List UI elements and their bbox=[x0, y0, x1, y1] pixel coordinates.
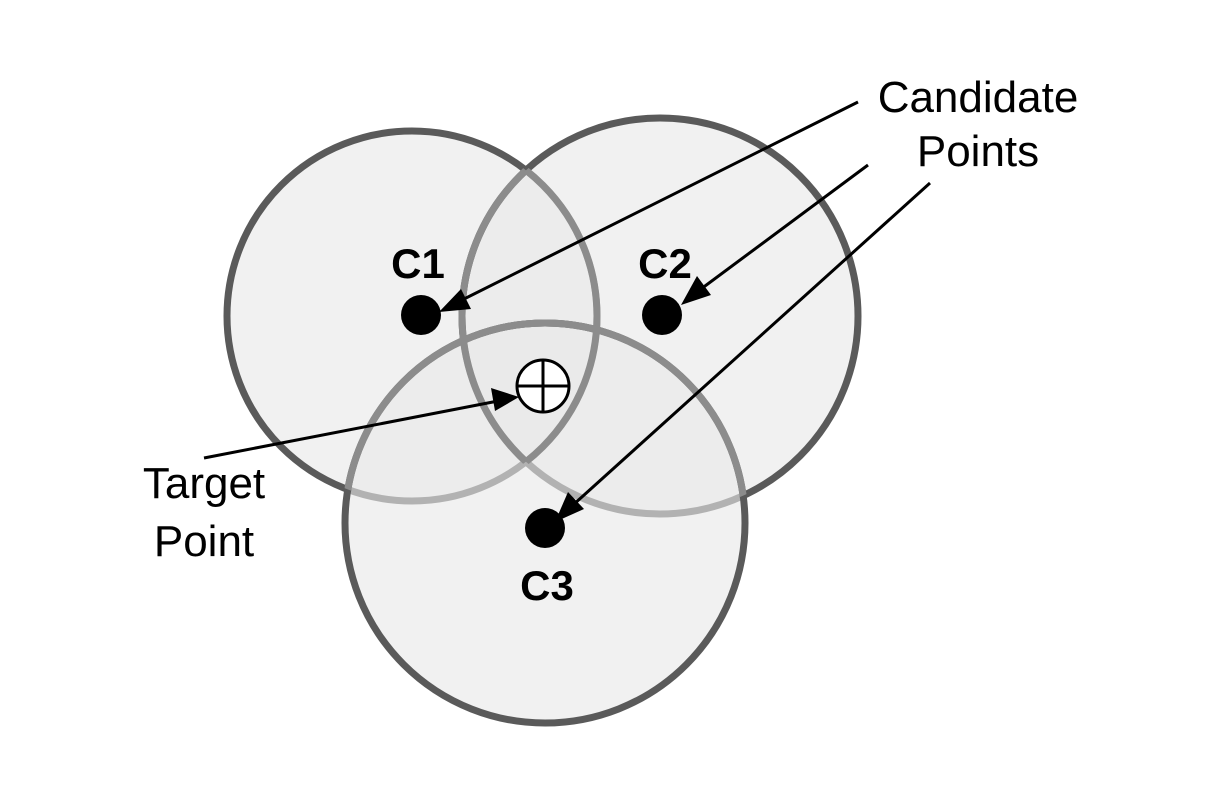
circle-c3-overlap-arc-c2 bbox=[462, 319, 749, 514]
arrowhead-c1-icon bbox=[439, 289, 471, 312]
leader-arrows bbox=[203, 100, 932, 522]
coverage-circles bbox=[223, 114, 862, 727]
circle-c2-overlap-arc bbox=[458, 131, 597, 501]
arrow-to-c3 bbox=[571, 181, 932, 507]
arrowhead-c3-icon bbox=[555, 492, 584, 522]
arrowhead-target-icon bbox=[491, 388, 519, 411]
label-c1: C1 bbox=[391, 240, 445, 287]
candidate-points-label-line1: Candidate bbox=[878, 73, 1079, 122]
candidate-points-label-line2: Points bbox=[917, 127, 1039, 176]
candidate-point-c2 bbox=[642, 295, 682, 335]
arrow-to-target bbox=[203, 399, 499, 460]
candidate-points bbox=[401, 295, 682, 548]
arrowhead-c2-icon bbox=[681, 276, 711, 305]
arrow-to-c2 bbox=[700, 163, 869, 291]
circle-c1-overlap-arc bbox=[462, 127, 601, 505]
target-point-label-line1: Target bbox=[143, 459, 265, 508]
target-point-label-line2: Point bbox=[154, 517, 254, 566]
label-c3: C3 bbox=[520, 562, 574, 609]
candidate-point-c1 bbox=[401, 295, 441, 335]
candidate-point-c3 bbox=[525, 508, 565, 548]
circle-crosshair-icon bbox=[515, 358, 571, 414]
label-c2: C2 bbox=[638, 240, 692, 287]
arrow-to-c1 bbox=[457, 100, 859, 304]
